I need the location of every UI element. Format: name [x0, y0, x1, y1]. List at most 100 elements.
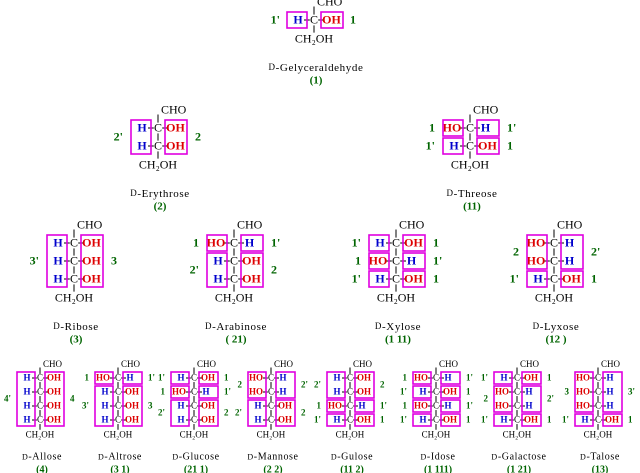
hydroxyl-label: OH: [443, 415, 457, 425]
hydroxyl-label: OH: [478, 138, 497, 152]
hydrogen-label: H: [333, 387, 340, 397]
right-group-code: 1: [224, 373, 229, 383]
left-group-box: [368, 252, 390, 270]
d-prefix: D: [375, 321, 382, 331]
carbon-label-bg: [513, 387, 521, 397]
right-group-box: [521, 385, 542, 413]
sugar-name-label: D-Arabinose: [205, 320, 267, 332]
hydroxyl-label: HO: [249, 373, 263, 383]
sugar-name: -Altrose: [104, 452, 142, 463]
hydroxyl-label: OH: [357, 387, 371, 397]
sugar-name-label: D-Erythrose: [130, 187, 190, 199]
hydrogen-label: H: [449, 138, 459, 152]
left-group-box: [493, 371, 513, 385]
left-group-box: [170, 399, 190, 427]
hydroxyl-label: OH: [562, 271, 581, 285]
carbon-label-bg: [114, 373, 122, 383]
carbon-label: C: [154, 138, 162, 152]
right-group-code: 3: [148, 401, 153, 411]
hydrogen-label: H: [358, 401, 365, 411]
carbon-label: C: [514, 387, 520, 397]
hydrogen-label: H: [53, 235, 63, 249]
hydrogen-label: H: [213, 271, 223, 285]
left-group-box: [130, 119, 152, 155]
right-group-box: [354, 399, 375, 413]
aldehyde-group-label: CHO: [237, 218, 263, 232]
right-group-box: [521, 413, 542, 427]
hydroxymethyl-group-label: CH₂OH: [584, 429, 613, 439]
right-group-box: [560, 270, 584, 288]
sugar-number-label: (4): [36, 465, 48, 473]
left-group-box: [412, 413, 432, 427]
carbon-label: C: [310, 12, 318, 26]
left-group-code: 3: [565, 387, 570, 397]
carbon-label-bg: [229, 255, 239, 267]
d-prefix: D: [533, 321, 540, 331]
left-group-box: [412, 371, 432, 385]
hydrogen-label: H: [565, 235, 575, 249]
carbon-label: C: [268, 387, 274, 397]
hydroxymethyl-group-label: CH₂OH: [295, 32, 334, 46]
hydrogen-label: H: [137, 120, 147, 134]
hydroxyl-label: OH: [166, 120, 185, 134]
hydrogen-label: H: [23, 387, 30, 397]
d-prefix: D: [446, 188, 453, 198]
right-group-box: [476, 137, 500, 155]
carbon-label-bg: [391, 237, 401, 249]
left-group-box: [412, 385, 432, 399]
sugar-number-label: ( 21): [225, 333, 246, 345]
left-group-box: [46, 234, 68, 288]
aldehyde-group-label: CHO: [601, 359, 621, 369]
left-group-code: 1': [352, 271, 361, 285]
left-group-code: 2: [238, 380, 243, 390]
carbon-label-bg: [69, 273, 79, 285]
hydroxyl-label: OH: [166, 138, 185, 152]
hydrogen-label: H: [444, 373, 451, 383]
sugar-name: -Gulose: [337, 452, 373, 463]
hydroxyl-label: OH: [404, 235, 423, 249]
d-prefix: D: [205, 321, 212, 331]
carbon-label-bg: [513, 373, 521, 383]
right-group-code: 1: [507, 138, 513, 152]
carbon-label-bg: [391, 273, 401, 285]
carbon-label: C: [154, 120, 162, 134]
carbon-label-bg: [190, 373, 198, 383]
right-group-code: 1: [466, 415, 471, 425]
d-prefix: D: [331, 452, 337, 461]
right-group-box: [122, 371, 143, 385]
hydrogen-label: H: [177, 373, 184, 383]
carbon-label-bg: [36, 373, 44, 383]
sugar-name: -Threose: [454, 187, 498, 199]
hydrogen-label: H: [137, 138, 147, 152]
right-group-box: [320, 11, 344, 29]
aldehyde-group-label: CHO: [473, 103, 499, 117]
right-group-box: [402, 252, 426, 270]
carbon-label: C: [347, 401, 353, 411]
right-group-box: [521, 371, 542, 385]
left-group-code: 1': [352, 235, 361, 249]
hydroxyl-label: OH: [278, 415, 292, 425]
left-group-box: [286, 11, 308, 29]
carbon-label-bg: [391, 255, 401, 267]
carbon-label: C: [115, 415, 121, 425]
carbon-label: C: [347, 387, 353, 397]
aldehyde-group-label: CHO: [557, 218, 583, 232]
right-group-box: [240, 252, 264, 288]
hydroxyl-label: HO: [576, 401, 590, 411]
carbon-label: C: [514, 415, 520, 425]
carbon-label-bg: [346, 373, 354, 383]
sugar-name-label: D-Threose: [446, 187, 497, 199]
left-group-box: [170, 371, 190, 385]
sugar-number-label: (11): [463, 200, 481, 212]
hydroxyl-label: OH: [125, 387, 139, 397]
hydroxymethyl-group-label: CH₂OH: [503, 429, 532, 439]
hydroxyl-label: OH: [524, 373, 538, 383]
right-group-code: 4: [70, 394, 75, 404]
right-group-code: 1: [433, 235, 439, 249]
right-group-box: [560, 234, 584, 270]
sugar-name: -Erythrose: [137, 187, 189, 199]
hydrogen-label: H: [213, 253, 223, 267]
